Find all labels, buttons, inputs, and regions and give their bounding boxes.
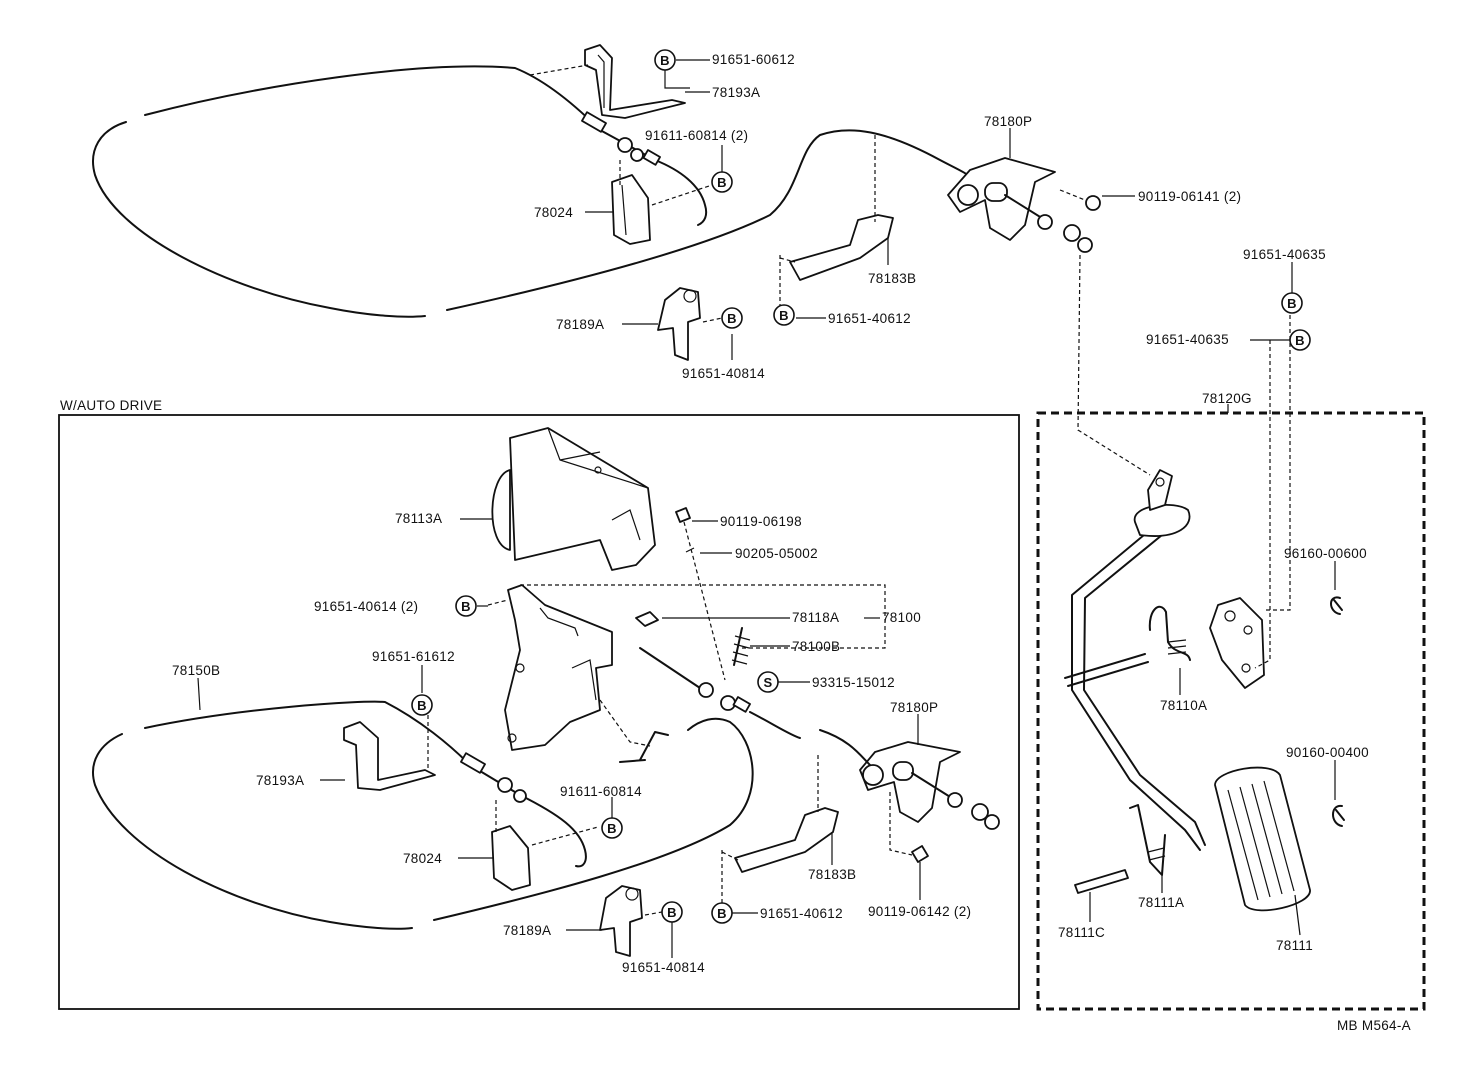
part-label: 78100B — [792, 639, 840, 654]
auto-drive-assembly: W/AUTO DRIVE — [58, 398, 1020, 1010]
diagram-code: MB M564-A — [1337, 1018, 1411, 1033]
bracket-78183b — [789, 214, 894, 281]
part-label: 93315-15012 — [812, 675, 895, 690]
part-label: 78100 — [882, 610, 921, 625]
part-label: 78024 — [534, 205, 573, 220]
bracket-78024 — [491, 825, 531, 891]
pedal-assembly: B B 91651-40635 91651-40635 78120G 96160… — [1036, 247, 1426, 1011]
part-label: 91651-40814 — [682, 366, 765, 381]
part-label: 91611-60814 (2) — [645, 128, 748, 143]
part-label: 91651-40635 — [1243, 247, 1326, 262]
part-label: 90119-06141 (2) — [1138, 189, 1241, 204]
clip-78189a — [657, 287, 701, 361]
part-label: 91651-40814 — [622, 960, 705, 975]
svg-text:B: B — [417, 698, 427, 713]
svg-text:S: S — [764, 675, 773, 690]
svg-text:B: B — [717, 906, 727, 921]
part-label: 78111A — [1138, 895, 1184, 910]
part-label: 78111C — [1058, 925, 1105, 940]
part-label: 90119-06198 — [720, 514, 802, 529]
svg-text:B: B — [717, 175, 727, 190]
svg-text:B: B — [660, 53, 670, 68]
bracket-78183b — [734, 807, 839, 873]
part-label: 91651-60612 — [712, 52, 795, 67]
bolt-bubble-b: B — [721, 307, 743, 329]
part-label: 78111 — [1276, 938, 1313, 953]
actuator-78113a — [509, 427, 656, 571]
part-label: 78120G — [1202, 391, 1252, 406]
part-label: 91651-40612 — [760, 906, 843, 921]
part-label: 91651-61612 — [372, 649, 455, 664]
bolt-bubble-b: B — [711, 902, 733, 924]
part-label: 96160-00600 — [1284, 546, 1367, 561]
bolt-bubble-b: B — [654, 49, 676, 71]
part-label: 78180P — [890, 700, 938, 715]
screw-bubble-s: S — [757, 671, 779, 693]
part-label: 91611-60814 — [560, 784, 642, 799]
bolt-bubble-b: B — [1281, 292, 1303, 314]
bolt-bubble-b: B — [1289, 329, 1311, 351]
part-label: 78183B — [868, 271, 916, 286]
accelerator-cable-loop — [144, 65, 601, 131]
svg-text:B: B — [1287, 296, 1297, 311]
part-label: 78110A — [1160, 698, 1207, 713]
part-label: 91651-40635 — [1146, 332, 1229, 347]
part-label: 78150B — [172, 663, 220, 678]
part-label: 78180P — [984, 114, 1032, 129]
clip-78189a — [599, 885, 643, 957]
part-label: 91651-40612 — [828, 311, 911, 326]
pedal-arm-78120g — [1071, 529, 1201, 851]
part-label: 78189A — [503, 923, 551, 938]
svg-text:B: B — [779, 308, 789, 323]
bracket-78100 — [504, 584, 613, 751]
svg-text:B: B — [1295, 333, 1305, 348]
bolt-bubble-b: B — [661, 901, 683, 923]
top-assembly: B B B B 91651-60612 78193A 91611-60814 (… — [92, 44, 1241, 381]
pedal-assembly-box — [1036, 411, 1426, 1011]
svg-text:B: B — [607, 821, 617, 836]
svg-text:B: B — [667, 905, 677, 920]
bolt-bubble-b: B — [411, 694, 433, 716]
svg-text:B: B — [727, 311, 737, 326]
part-label: 78118A — [792, 610, 839, 625]
throttle-bracket-78180p — [859, 741, 961, 823]
part-label: 78024 — [403, 851, 442, 866]
bracket-78024 — [611, 174, 651, 245]
section-label: W/AUTO DRIVE — [60, 398, 162, 413]
part-label: 90119-06142 (2) — [868, 904, 971, 919]
pedal-bracket-plate — [1209, 597, 1265, 689]
bracket-78193a — [584, 44, 686, 119]
part-label: 78193A — [712, 85, 760, 100]
bolt-bubble-b: B — [601, 817, 623, 839]
part-label: 78183B — [808, 867, 856, 882]
part-label: 78113A — [395, 511, 442, 526]
cruise-cable-loop — [144, 700, 471, 766]
part-label: 78193A — [256, 773, 304, 788]
part-label: 90160-00400 — [1286, 745, 1369, 760]
bolt-bubble-b: B — [773, 304, 795, 326]
bolt-bubble-b: B — [711, 171, 733, 193]
part-label: 90205-05002 — [735, 546, 818, 561]
auto-drive-box — [58, 414, 1020, 1010]
bracket-78193a — [343, 721, 436, 791]
bolt-bubble-b: B — [455, 595, 477, 617]
part-label: 91651-40614 (2) — [314, 599, 418, 614]
part-label: 78189A — [556, 317, 604, 332]
pedal-pad-78111 — [1214, 766, 1311, 912]
svg-text:B: B — [461, 599, 471, 614]
